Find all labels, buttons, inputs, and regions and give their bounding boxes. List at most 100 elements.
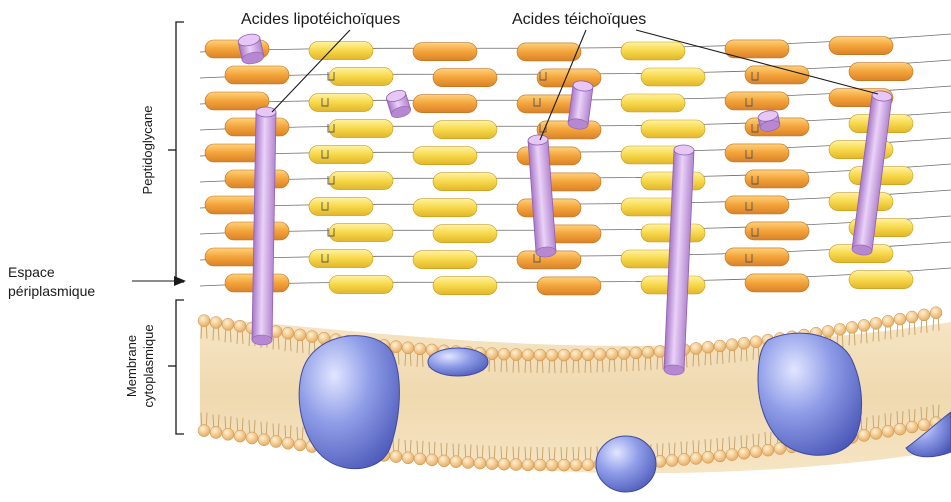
glycan-capsule	[745, 222, 809, 240]
lipid-head	[822, 325, 834, 337]
lipid-head	[918, 309, 930, 321]
lipid-head	[930, 307, 942, 319]
glycan-capsule	[433, 277, 497, 295]
glycan-capsule	[725, 92, 789, 110]
rod-cap	[256, 107, 276, 117]
lipid-head	[474, 457, 486, 469]
glycan-row	[200, 138, 951, 165]
lipid-head	[702, 341, 714, 353]
glycan-capsule	[537, 277, 601, 295]
glycan-capsule	[433, 69, 497, 87]
lipid-head	[702, 451, 714, 463]
rod-body	[252, 107, 276, 345]
lipid-head	[270, 435, 282, 447]
lipid-head	[882, 315, 894, 327]
glycan-capsule	[725, 144, 789, 162]
glycan-capsule	[309, 94, 373, 112]
lipid-head	[834, 323, 846, 335]
lipid-head	[498, 348, 510, 360]
glycan-capsule	[621, 94, 685, 112]
lipid-head	[534, 459, 546, 471]
lipid-head	[750, 336, 762, 348]
glycan-capsule	[745, 170, 809, 188]
glycan-capsule	[725, 40, 789, 58]
lipid-head	[222, 428, 234, 440]
glycan-capsule	[725, 248, 789, 266]
label-membrane-line1: Membrane	[124, 335, 139, 397]
glycan-capsule	[621, 42, 685, 60]
lipid-head	[618, 348, 630, 360]
lipid-head	[462, 456, 474, 468]
glycan-capsule	[641, 120, 705, 138]
lipid-head	[210, 426, 222, 438]
lipid-head	[690, 452, 702, 464]
lipid-head	[486, 458, 498, 470]
lipid-head	[402, 342, 414, 354]
lipid-head	[282, 327, 294, 339]
glycan-capsule	[225, 66, 289, 84]
glycan-capsule	[309, 146, 373, 164]
label-lipoteichoic-acids: Acides lipotéichoïques	[241, 11, 400, 28]
lipid-head	[858, 429, 870, 441]
lipid-head	[894, 423, 906, 435]
lipid-head	[630, 347, 642, 359]
periplasm-arrow-head	[174, 276, 186, 286]
lipid-head	[870, 317, 882, 329]
glycan-capsule	[433, 173, 497, 191]
lipid-head	[498, 458, 510, 470]
lipid-head	[726, 339, 738, 351]
lipid-head	[258, 434, 270, 446]
lipid-head	[582, 459, 594, 471]
glycan-row	[200, 268, 951, 295]
lipid-head	[558, 459, 570, 471]
lipid-head	[294, 439, 306, 451]
lipid-head	[390, 451, 402, 463]
label-periplasmic-space-line2: périplasmique	[8, 283, 95, 299]
lipid-head	[534, 349, 546, 361]
lipid-head	[750, 446, 762, 458]
glycan-capsule	[413, 251, 477, 269]
glycan-capsule	[745, 66, 809, 84]
glycan-capsule	[725, 196, 789, 214]
lipid-head	[234, 430, 246, 442]
lipid-head	[414, 343, 426, 355]
glycan-capsule	[413, 95, 477, 113]
rod-body	[385, 88, 412, 120]
lipid-head	[714, 340, 726, 352]
glycan-capsule	[205, 92, 269, 110]
lipid-head	[894, 313, 906, 325]
glycan-capsule	[829, 37, 893, 55]
glycan-capsule	[329, 276, 393, 294]
lipid-head	[714, 450, 726, 462]
lipid-head	[570, 459, 582, 471]
label-teichoic-acids: Acides téichoïques	[512, 11, 646, 28]
lipid-head	[306, 331, 318, 343]
glycan-capsule	[413, 43, 477, 61]
lipid-head	[546, 459, 558, 471]
lipid-head	[510, 459, 522, 471]
lipid-head	[594, 348, 606, 360]
label-peptidoglycan: Peptidoglycane	[140, 106, 155, 195]
glycan-row	[200, 164, 951, 191]
lipid-head	[762, 444, 774, 456]
lipid-head	[738, 447, 750, 459]
lipid-head	[198, 315, 210, 327]
membrane-bracket	[168, 300, 184, 434]
lipid-head	[294, 329, 306, 341]
glycan-capsule	[329, 224, 393, 242]
glycan-capsule	[517, 43, 581, 61]
lipid-head	[606, 348, 618, 360]
lipid-head	[726, 449, 738, 461]
membrane-protein-bottom-sphere	[596, 436, 656, 492]
lipid-head	[546, 349, 558, 361]
glycan-capsule	[413, 199, 477, 217]
lipid-head	[426, 454, 438, 466]
lipid-head	[558, 349, 570, 361]
lipid-head	[870, 427, 882, 439]
label-periplasmic-space-line1: Espace	[8, 264, 55, 280]
lipid-head	[522, 349, 534, 361]
peptidoglycan-bracket	[168, 22, 184, 282]
glycan-capsule	[329, 172, 393, 190]
